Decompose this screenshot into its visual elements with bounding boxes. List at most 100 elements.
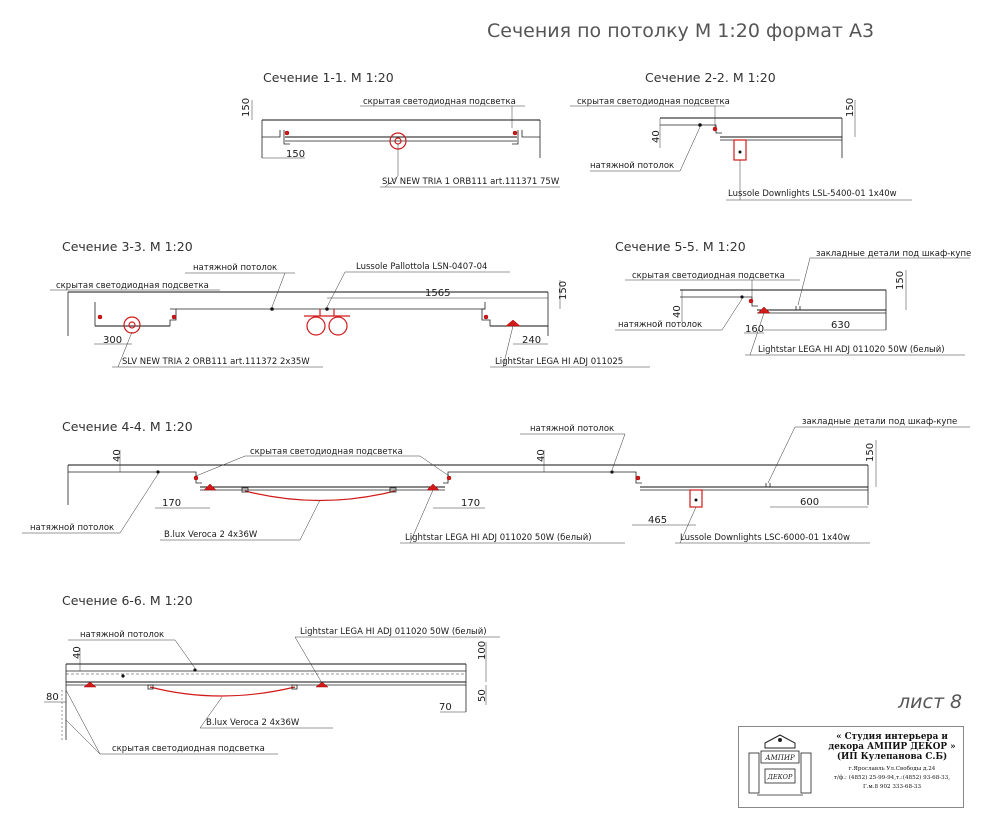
logo-subtext: ДЕКОР [767,773,793,781]
dim-150: 150 [558,281,569,300]
cove-right [481,302,491,326]
label-hidden-led: скрытая светодиодная подсветка [56,281,209,291]
label-embed-parts: закладные детали под шкаф-купе [816,249,971,259]
label-tria-2: SLV NEW TRIA 2 ORB111 art.111372 2x35W [122,357,310,367]
leader [797,257,811,306]
stamp-address: г.Ярославль Ул.Свободы д.24 [848,765,936,772]
stamp-line-1: « Студия интерьера и [836,732,948,742]
leader [119,473,159,534]
veroca-mount [241,487,249,493]
lega-lamp [315,681,329,688]
veroca-mount [291,684,298,690]
dim-465: 465 [648,515,667,526]
crown-icon [764,734,796,749]
leader [117,331,133,368]
label-lamp: SLV NEW TRIA 1 ORB111 art.111371 75W [382,177,560,187]
label-hidden-led: скрытая светодиодная подсветка [577,97,730,107]
label-stretch-ceiling: натяжной потолок [590,161,674,171]
dim-1565: 1565 [425,288,450,299]
label-veroca: B.lux Veroca 2 4x36W [164,530,258,540]
label-stretch-ceiling: натяжной потолок [80,630,164,640]
leader [767,426,796,484]
edge-dot [156,470,160,474]
led-strip [483,314,489,320]
dim-40: 40 [672,305,683,318]
dim-50: 50 [477,689,488,702]
lega-lamp [505,319,521,327]
title-stamp: АМПИР ДЕКОР « Студия интерьера и декора … [738,726,964,808]
edge-dot [610,470,614,474]
leader [326,271,346,308]
stamp-line-3: (ИП Кулепанова С.Б) [836,751,948,762]
sheet-number: лист 8 [897,691,962,713]
leader [419,455,450,477]
logo-shield [764,768,796,784]
dim-630: 630 [831,320,850,331]
stamp-info: « Студия интерьера и декора АМПИР ДЕКОР … [821,732,963,790]
company-logo: АМПИР ДЕКОР [748,734,812,796]
tria-2-lamp [123,316,141,334]
label-stretch-ceiling: натяжной потолок [30,523,114,533]
label-downlight: Lussole Downlights LSC-6000-01 1x40w [680,533,850,543]
label-pallottola: Lussole Pallottola LSN-0407-04 [356,262,487,272]
section-title: Сечение 5-5. М 1:20 [615,239,746,254]
dim-150: 150 [286,149,305,160]
dim-300: 300 [103,335,122,346]
dim-170: 170 [461,498,480,509]
leader [199,696,223,729]
led-strip-left [284,130,290,136]
lega-lamp-left [203,483,217,491]
dim-80: 80 [46,692,59,703]
led-strip [712,126,718,132]
section-1-1: Сечение 1-1. М 1:20 150 150 скрытая свет… [241,70,560,188]
leader [174,639,196,669]
leader [502,325,514,368]
dim-170: 170 [162,498,181,509]
leader [65,719,101,755]
section-2-2: Сечение 2-2. М 1:20 40 150 скрытая свето… [570,70,912,201]
led-strip [446,475,452,481]
downlight-dot [738,150,742,154]
dim-150: 150 [241,98,252,117]
label-lega: LightStar LEGA HI ADJ 011025 [495,357,623,367]
label-lega: Lightstar LEGA HI ADJ 011020 50W (белый) [300,627,487,637]
label-embed-parts: закладные детали под шкаф-купе [802,417,957,427]
led-strip [97,314,103,320]
leader [195,455,246,477]
label-hidden-led: скрытая светодиодная подсветка [112,744,265,754]
leader [679,506,697,544]
edge-dot [698,123,702,127]
curtain-left-icon [748,752,760,794]
leader [65,689,101,755]
pallottola-lamp-right [328,316,348,336]
dim-100: 100 [477,641,488,660]
led-strip [193,475,199,481]
veroca-lamp [149,686,296,697]
label-hidden-led: скрытая светодиодная подсветка [632,271,785,281]
section-4-4: Сечение 4-4. М 1:20 40 40 150 170 [22,417,970,544]
pallottola-bar [304,309,350,317]
led-strip-right [512,130,518,136]
tria-2-core [128,321,136,329]
dim-160: 160 [745,324,764,335]
label-stretch-ceiling: натяжной потолок [618,320,702,330]
logo-text: АМПИР [764,754,795,762]
leader [611,433,626,471]
downlight [733,139,747,161]
label-downlight: Lussole Downlights LSL-5400-01 1x40w [728,189,897,199]
leader [679,126,701,172]
edge-dot [740,295,744,299]
label-hidden-led: скрытая светодиодная подсветка [363,97,516,107]
dim-150: 150 [845,98,856,117]
leader [384,175,399,188]
embed-part [795,306,801,310]
edge-dot [270,307,274,311]
dim-40: 40 [72,646,83,659]
sheet-title: Сечения по потолку М 1:20 формат А3 [487,20,874,42]
cove-left [94,302,177,326]
leader [299,499,321,541]
section-5-5: Сечение 5-5. М 1:20 150 40 160 630 закла… [615,239,971,356]
edge-dot [325,307,329,311]
stamp-phone: т/ф.: (4852) 25-99-94,т.:(4852) 93-68-33… [833,774,951,781]
